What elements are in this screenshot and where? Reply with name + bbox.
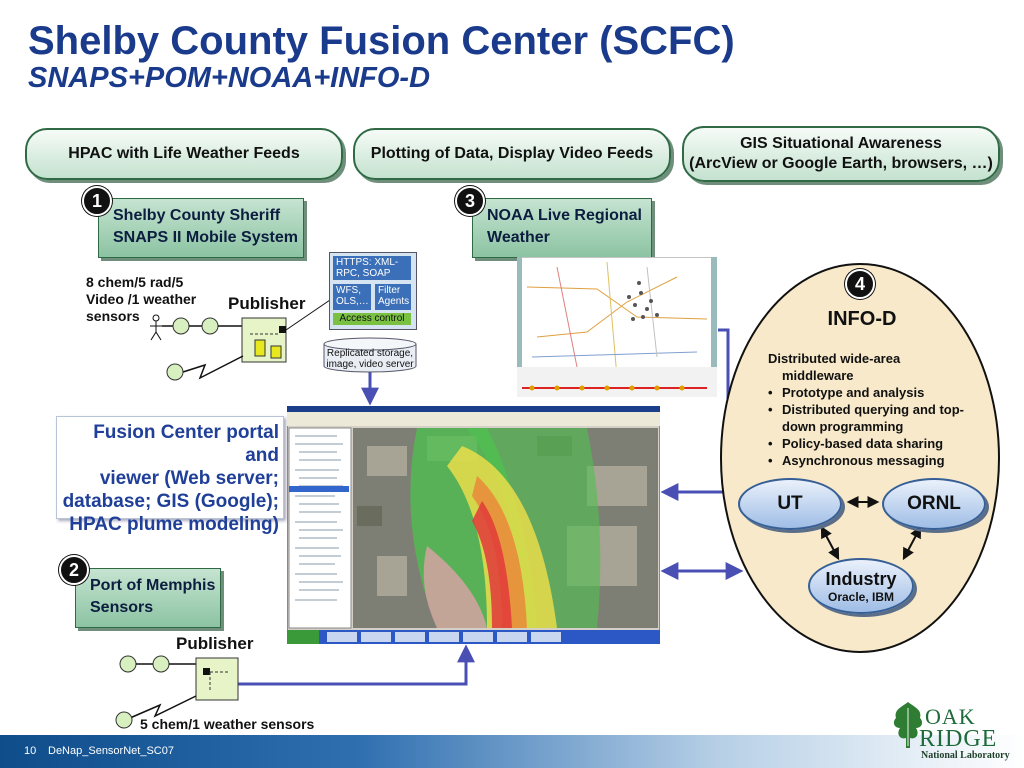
port-box: Port of Memphis Sensors <box>75 568 221 628</box>
sheriff-box: Shelby County Sheriff SNAPS II Mobile Sy… <box>98 198 304 258</box>
sheriff-line-1: Shelby County Sheriff <box>113 207 281 224</box>
noaa-line-1: NOAA Live Regional <box>487 207 642 224</box>
storage-cylinder <box>323 337 417 373</box>
infod-item-cont: down programming <box>782 419 904 434</box>
infod-item: Prototype and analysis <box>768 384 978 401</box>
port-line-2: Sensors <box>90 599 154 616</box>
wfs-service: WFS, OLS,… <box>333 284 371 310</box>
ornl-node: ORNL <box>882 478 986 530</box>
industry-node: Industry Oracle, IBM <box>808 558 914 614</box>
ornl-label: ORNL <box>907 493 961 514</box>
infod-item: Distributed querying and top- <box>768 401 978 418</box>
portal-line-2: viewer (Web server; <box>99 468 279 489</box>
https-label: HTTPS: XML-RPC, SOAP <box>336 257 399 279</box>
page-number: 10 <box>24 745 37 757</box>
industry-label: Industry <box>825 568 897 589</box>
infod-item: Policy-based data sharing <box>768 435 978 452</box>
sensors-2-text: 5 chem/1 weather sensors <box>140 716 315 732</box>
page-title: Shelby County Fusion Center (SCFC) <box>28 19 735 63</box>
badge-2: 2 <box>59 555 89 585</box>
filter-label: Filter Agents <box>378 285 410 307</box>
badge-4: 4 <box>845 269 875 299</box>
noaa-box: NOAA Live Regional Weather <box>472 198 652 258</box>
badge-1: 1 <box>82 186 112 216</box>
noaa-line-2: Weather <box>487 229 550 246</box>
plotting-label: Plotting of Data, Display Video Feeds <box>370 145 654 162</box>
portal-line-1: Fusion Center portal and <box>93 422 279 466</box>
footer-text: DeNap_SensorNet_SC07 <box>48 745 174 757</box>
storage-label: Replicated storage, image, video server <box>326 348 414 370</box>
portal-line-3: database; GIS (Google); <box>62 491 279 512</box>
infod-lead-1: Distributed wide-area <box>768 351 901 366</box>
sheriff-line-2: SNAPS II Mobile System <box>113 229 298 246</box>
gis-label-1: GIS Situational Awareness <box>740 135 942 152</box>
publisher-2-label: Publisher <box>176 634 254 653</box>
wfs-label: WFS, OLS,… <box>336 285 369 307</box>
publisher-1-diagram <box>150 299 331 381</box>
infod-item: Asynchronous messaging <box>768 452 978 469</box>
sensors-1-line-3: sensors <box>86 308 140 324</box>
infod-title: INFO-D <box>827 308 897 330</box>
port-line-1: Port of Memphis <box>90 577 216 594</box>
badge-3: 3 <box>455 186 485 216</box>
noaa-weather-map-image <box>517 257 717 397</box>
sensors-1-text: 8 chem/5 rad/5 Video /1 weather sensors <box>86 274 196 325</box>
arrow-ornl-industry <box>902 525 922 561</box>
infod-list: Distributed wide-area middleware Prototy… <box>768 350 978 469</box>
plotting-pill: Plotting of Data, Display Video Feeds <box>353 128 671 180</box>
footer-bar <box>0 735 1024 768</box>
access-label: Access control <box>339 313 405 324</box>
gis-pill: GIS Situational Awareness (ArcView or Go… <box>682 126 1000 182</box>
logo-ridge: RIDGE <box>919 726 998 752</box>
publisher-2-diagram <box>115 655 239 729</box>
sensors-1-line-2: Video /1 weather <box>86 291 197 307</box>
services-box: HTTPS: XML-RPC, SOAP WFS, OLS,… Filter A… <box>329 252 417 330</box>
portal-line-4: HPAC plume modeling) <box>69 514 279 535</box>
sensors-1-line-1: 8 chem/5 rad/5 <box>86 274 184 290</box>
industry-sub-label: Oracle, IBM <box>827 589 895 604</box>
oak-leaf-icon <box>893 702 923 748</box>
ut-node: UT <box>738 478 842 530</box>
publisher-1-label: Publisher <box>228 294 306 313</box>
arrow-ut-industry <box>820 525 840 561</box>
arrow-port-portal <box>237 644 475 686</box>
portal-description: Fusion Center portal and viewer (Web ser… <box>56 416 284 535</box>
portal-screenshot-image <box>287 406 660 644</box>
page-subtitle: SNAPS+POM+NOAA+INFO-D <box>28 62 431 94</box>
hpac-pill: HPAC with Life Weather Feeds <box>25 128 343 180</box>
https-service: HTTPS: XML-RPC, SOAP <box>333 256 411 280</box>
access-service: Access control <box>333 313 411 325</box>
ut-label: UT <box>777 493 803 514</box>
logo-lab: National Laboratory <box>921 750 1010 761</box>
gis-label-2: (ArcView or Google Earth, browsers, …) <box>689 155 993 172</box>
filter-service: Filter Agents <box>375 284 411 310</box>
infod-lead-2: middleware <box>782 368 854 383</box>
logo-oak: OAK <box>925 704 976 729</box>
hpac-label: HPAC with Life Weather Feeds <box>68 145 300 162</box>
